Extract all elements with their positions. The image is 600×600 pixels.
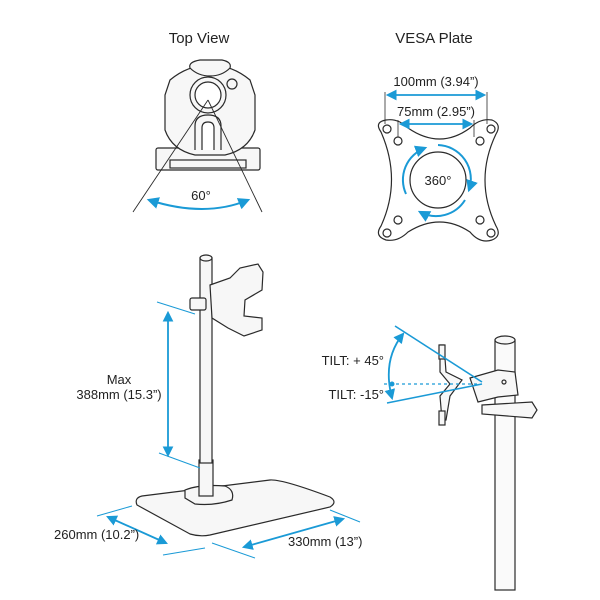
tilt-up-label: TILT: + 45° <box>321 353 384 368</box>
stand-drawing <box>135 254 335 537</box>
height-label-value: 388mm (15.3”) <box>76 387 162 402</box>
tilt-detail-drawing <box>438 335 538 591</box>
vesa-plate-title: VESA Plate <box>395 30 473 47</box>
width-label: 330mm (13”) <box>288 534 363 549</box>
tilt-down-label: TILT: -15° <box>328 387 384 402</box>
top-view-drawing <box>132 59 263 213</box>
vesa-100-label: 100mm (3.94”) <box>393 74 479 89</box>
top-view-title: Top View <box>168 30 230 47</box>
rotation-label: 360° <box>424 173 452 188</box>
swivel-angle-label: 60° <box>191 188 211 203</box>
vesa-plate-drawing <box>377 119 499 242</box>
height-label-max: Max <box>106 372 132 387</box>
vesa-75-label: 75mm (2.95”) <box>396 104 476 119</box>
depth-label: 260mm (10.2”) <box>54 527 140 542</box>
